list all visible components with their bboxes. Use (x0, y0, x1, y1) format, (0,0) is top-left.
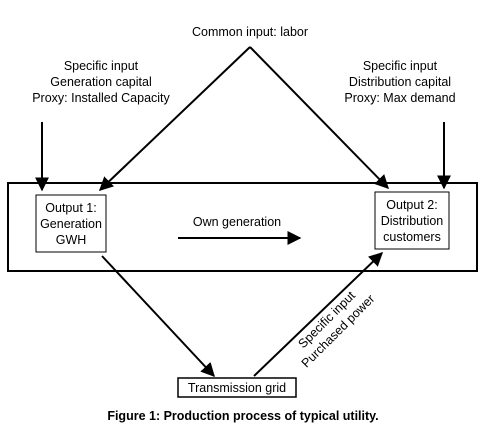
output1-box (35, 194, 107, 253)
output1-line3: GWH (56, 233, 87, 247)
grid-to-distribution-arrow (253, 252, 384, 377)
specific-input-right-line3: Proxy: Max demand (344, 91, 455, 105)
figure-caption: Figure 1: Production process of typical … (107, 409, 378, 423)
specific-input-left-line2: Generation capital (50, 75, 151, 89)
output2-line2: Distribution (381, 214, 444, 228)
specific-input-right-line1: Specific input (363, 59, 438, 73)
output1-line1: Output 1: (45, 201, 96, 215)
transmission-grid-box (177, 377, 297, 398)
common-input-arrow-right (249, 46, 389, 190)
output2-line3: customers (383, 230, 441, 244)
generation-to-grid-arrow (101, 255, 215, 378)
specific-input-right-line2: Distribution capital (349, 75, 451, 89)
own-generation-label: Own generation (193, 215, 281, 229)
output2-line1: Output 2: (386, 198, 437, 212)
utility-frame (7, 182, 478, 272)
common-input-arrow-left (98, 46, 251, 191)
output2-box (374, 191, 450, 250)
specific-input-left-line1: Specific input (64, 59, 139, 73)
common-input-label: Common input: labor (192, 25, 308, 39)
specific-input-left-line3: Proxy: Installed Capacity (32, 91, 170, 105)
output1-line2: Generation (40, 217, 102, 231)
transmission-grid-label: Transmission grid (188, 381, 286, 395)
